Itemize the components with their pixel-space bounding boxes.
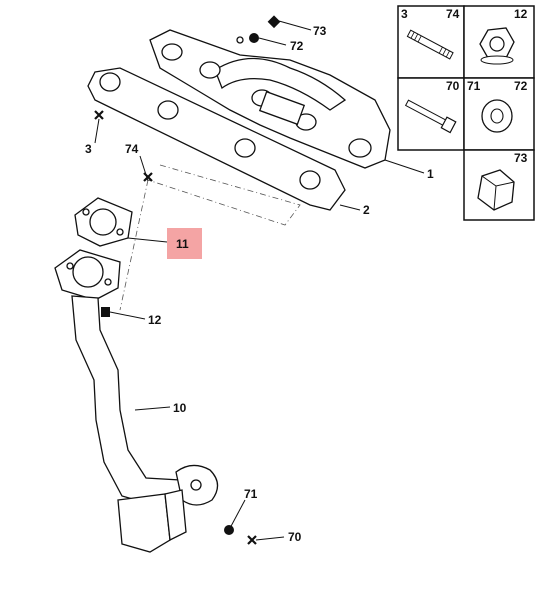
- assembly-line: [147, 164, 301, 226]
- leader-lines: [94, 20, 425, 541]
- callout-71: 71: [244, 487, 258, 501]
- callout-10: 10: [173, 401, 187, 415]
- legend-label-74: 74: [446, 7, 460, 21]
- parts-legend: 3 74 12 70 71 72 73: [397, 5, 535, 221]
- callout-70: 70: [288, 530, 302, 544]
- stud-marker-74: [143, 172, 153, 182]
- bolt-marker-70: [247, 535, 257, 545]
- callout-2: 2: [363, 203, 370, 217]
- callout-73: 73: [313, 24, 327, 38]
- legend-label-72: 72: [514, 79, 528, 93]
- square-nut-marker-73: [267, 15, 281, 29]
- legend-label-70: 70: [446, 79, 460, 93]
- hex-nut-icon: [477, 169, 515, 211]
- callout-11: 11: [176, 237, 189, 251]
- stud-icon: [406, 29, 454, 60]
- washer-icon: [481, 99, 513, 133]
- manifold-gasket: [87, 67, 346, 211]
- exhaust-manifold: [149, 29, 391, 169]
- legend-label-73: 73: [514, 151, 528, 165]
- callout-74: 74: [125, 142, 139, 156]
- callout-3: 3: [85, 142, 92, 156]
- legend-label-71: 71: [467, 79, 481, 93]
- legend-label-12: 12: [514, 7, 528, 21]
- legend-label-3: 3: [401, 7, 408, 21]
- callout-1: 1: [427, 167, 434, 181]
- callout-72: 72: [290, 39, 304, 53]
- stud-marker-3: [94, 110, 104, 120]
- callout-12: 12: [148, 313, 162, 327]
- assembly-line: [119, 179, 149, 311]
- exhaust-down-pipe: [54, 249, 219, 553]
- nut-marker-12: [101, 307, 110, 317]
- bolt-icon: [404, 99, 457, 134]
- washer-marker-72: [249, 33, 259, 43]
- flange-nut-icon: [479, 27, 515, 65]
- highlight-box-11: [167, 228, 202, 259]
- flange-gasket: [74, 197, 133, 247]
